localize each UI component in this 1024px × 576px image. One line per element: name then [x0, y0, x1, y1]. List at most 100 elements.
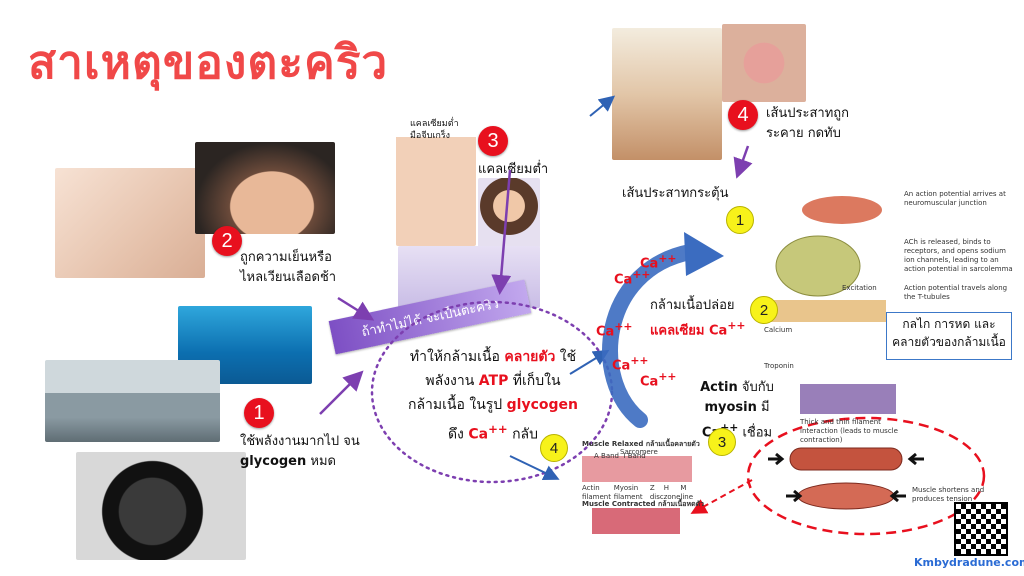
cause-2-badge: 2 — [212, 226, 242, 256]
center-relax: คลายตัว — [504, 349, 556, 365]
label-relaxed-th: กล้ามเนื้อคลายตัว — [645, 440, 700, 448]
center-l3a: กล้ามเนื้อ ในรูป — [408, 397, 507, 413]
cause-4-text: เส้นประสาทถูก ระคาย กดทับ — [766, 104, 849, 144]
arrow-cause-4 — [733, 145, 753, 179]
arrow-red-dashed — [690, 479, 753, 514]
muscle-relaxed-shape — [789, 447, 903, 471]
label-contracted: Muscle Contracted กล้ามเนื้อหดตัว — [582, 500, 704, 509]
ca-label-2-sup: ++ — [632, 268, 651, 281]
nerve-bundle — [802, 196, 882, 224]
step-3-bind: เชื่อม — [738, 425, 773, 441]
step-3-actin: Actin — [700, 380, 738, 395]
arrow-to-sarcomere — [509, 455, 560, 481]
photo-hamstring — [722, 24, 806, 102]
ca-label-2: Ca++ — [614, 268, 650, 287]
cause-1-text: ใช้พลังงานมากไป จน glycogen หมด — [240, 432, 360, 472]
step-3-mid: จับกับ — [737, 380, 774, 395]
sarcomere-contracted — [592, 508, 680, 534]
mechanism-box-line2: คลายตัวของกล้ามเนื้อ — [892, 335, 1006, 349]
cause-4-line1: เส้นประสาทถูก — [766, 106, 850, 121]
step-2-text: กล้ามเนื้อปล่อย แคลเซียม Ca++ — [650, 296, 746, 341]
label-contracted-th: กล้ามเนื้อหดตัว — [658, 500, 705, 508]
cause-3-text: แคลเซียมต่ำ — [478, 162, 549, 177]
mechanism-box: กลไก การหด และ คลายตัวของกล้ามเนื้อ — [886, 312, 1012, 360]
center-l4c: กลับ — [507, 426, 539, 443]
ca-label-3: Ca++ — [596, 320, 632, 339]
label-excitation: Excitation — [842, 284, 877, 292]
label-mline: M line — [680, 484, 694, 501]
center-glycogen: glycogen — [506, 397, 578, 413]
label-sarcomere: Sarcomere — [620, 448, 658, 456]
sarcomere-part-labels: Actin filament Myosin filament Z disc H … — [582, 484, 694, 502]
ca-label-4-sup: ++ — [630, 354, 649, 367]
step-2-badge: 2 — [750, 296, 778, 324]
photo-hand — [396, 110, 476, 246]
ca-label-5-text: Ca — [640, 374, 659, 390]
cause-4-line2: ระคาย กดทับ — [766, 126, 841, 141]
red-dashed-ellipse — [746, 416, 986, 536]
center-explanation: ทำให้กล้ามเนื้อ คลายตัว ใช้ พลังงาน ATP … — [388, 345, 598, 447]
step-3-myosin: myosin — [704, 400, 757, 415]
cause-2-line2: ไหลเวียนเลือดช้า — [240, 270, 337, 285]
center-ca: Ca — [468, 426, 489, 443]
page-title: สาเหตุของตะคริว — [28, 35, 389, 89]
photo-pregnant — [195, 142, 335, 234]
center-l1a: ทำให้กล้ามเนื้อ — [409, 349, 505, 365]
label-shortens: Muscle shortens and produces tension — [912, 486, 985, 503]
label-ap-travels: Action potential travels along the T-tub… — [904, 284, 1008, 301]
center-atp: ATP — [478, 373, 509, 389]
step-1-badge: 1 — [726, 206, 754, 234]
label-relaxed-en: Muscle Relaxed — [582, 440, 644, 448]
arrow-to-cycle — [569, 349, 610, 375]
sarcomere-relaxed — [582, 456, 692, 482]
photo-legs — [612, 28, 722, 160]
label-aband: A Band I Band — [594, 452, 646, 461]
label-thick-thin: Thick and thin filament interaction (lea… — [800, 418, 898, 444]
ca-label-3-text: Ca — [596, 324, 615, 340]
cause-2-text: ถูกความเย็นหรือ ไหลเวียนเลือดช้า — [240, 248, 336, 288]
center-l1c: ใช้ — [555, 349, 577, 365]
ca-label-4-text: Ca — [612, 358, 631, 374]
label-calcium: Calcium — [764, 326, 793, 334]
ca-label-4: Ca++ — [612, 354, 648, 373]
ca-label-1-sup: ++ — [658, 252, 677, 265]
arrow-to-legs — [589, 95, 616, 117]
label-iband-text: I Band — [623, 452, 646, 460]
hand-caption-line2: มือจีบเกร็ง — [410, 131, 451, 141]
sarcolemma — [760, 300, 886, 322]
arrow-cause-2 — [337, 296, 375, 321]
label-contracted-en: Muscle Contracted — [582, 500, 656, 508]
photo-runners — [45, 360, 220, 442]
label-hzone: H zone — [663, 484, 681, 501]
hand-caption-line1: แคลเซียมต่ำ — [410, 119, 459, 129]
ca-label-3-sup: ++ — [614, 320, 633, 333]
photo-weights — [76, 452, 246, 560]
label-ach: ACh is released, binds to receptors, and… — [904, 238, 1013, 273]
label-actin: Actin filament — [582, 484, 611, 501]
ca-label-2-text: Ca — [614, 272, 633, 288]
photo-feet — [55, 168, 205, 278]
big-curved-arrow — [602, 244, 698, 428]
step-3-text: Actin จับกับ myosin มี Ca++ เชื่อม — [672, 378, 802, 443]
cause-1-line1: ใช้พลังงานมากไป จน — [240, 434, 360, 449]
cause-2-line1: ถูกความเย็นหรือ — [240, 250, 332, 265]
muscle-contracted-shape — [797, 482, 895, 510]
label-ap-arrives: An action potential arrives at neuromusc… — [904, 190, 1006, 207]
center-l2a: พลังงาน — [425, 373, 479, 389]
step-2-sup: ++ — [727, 319, 746, 332]
arrow-cause-3 — [491, 169, 512, 295]
cause-3-badge: 3 — [478, 126, 508, 156]
footer-site: Kmbydradune.com — [914, 556, 1024, 569]
cause-4-badge: 4 — [728, 100, 758, 130]
qr-code-icon — [954, 502, 1008, 556]
cause-1-badge: 1 — [244, 398, 274, 428]
big-curved-arrow-head — [684, 232, 724, 276]
label-myosin: Myosin filament — [613, 484, 643, 501]
ca-label-5-sup: ++ — [658, 370, 677, 383]
arrow-cause-1 — [319, 370, 364, 415]
step-1-text: เส้นประสาทกระตุ้น — [622, 186, 729, 201]
label-relaxed: Muscle Relaxed กล้ามเนื้อคลายตัว — [582, 440, 700, 449]
step-4-badge: 4 — [540, 434, 568, 462]
center-l4a: ดึง — [447, 426, 469, 443]
